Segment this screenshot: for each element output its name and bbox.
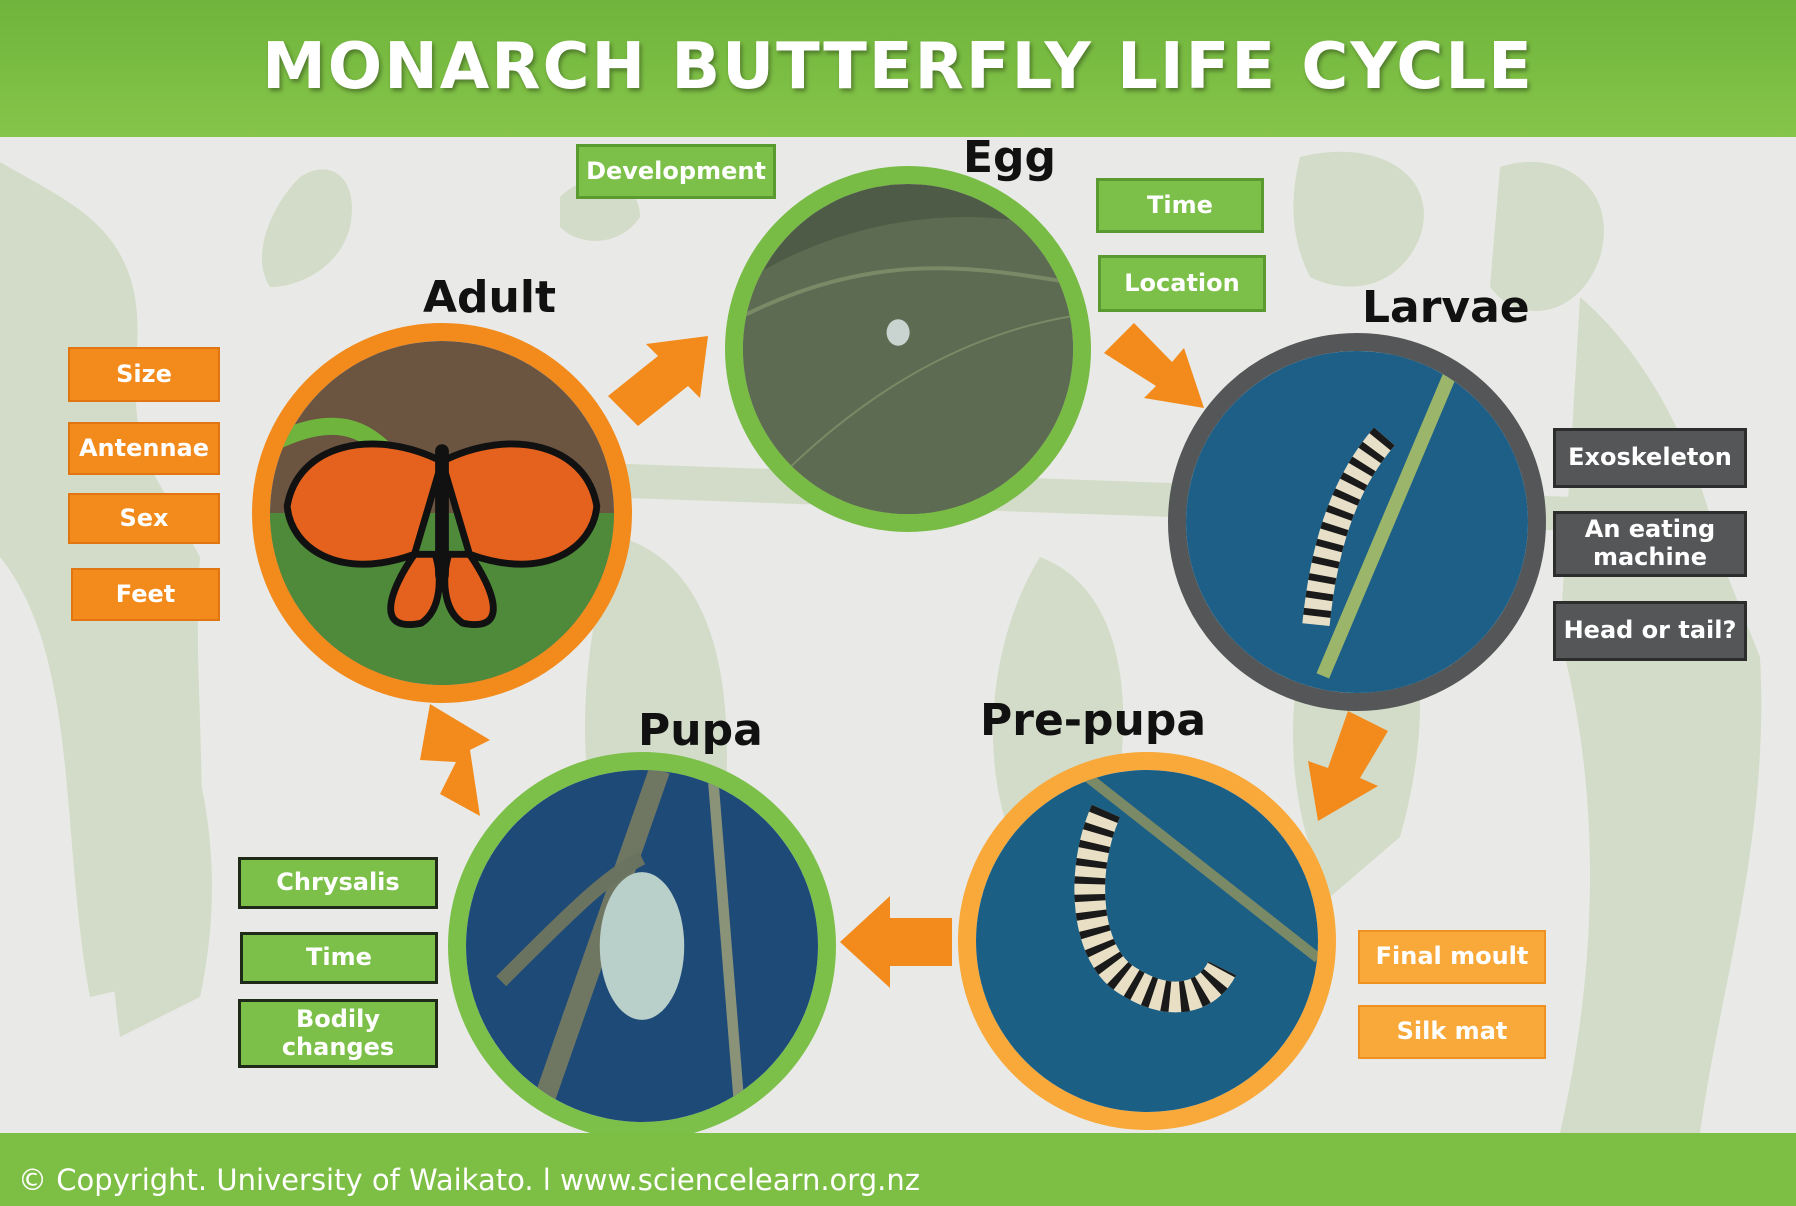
tag-final-moult[interactable]: Final moult [1358,930,1546,984]
tag-location[interactable]: Location [1098,255,1266,312]
tag-silk-mat[interactable]: Silk mat [1358,1005,1546,1059]
adult-photo [270,341,614,685]
copyright-text: © Copyright. University of Waikato. l ww… [18,1163,920,1197]
tag-pupa-time[interactable]: Time [240,932,438,984]
larvae-photo [1186,351,1528,693]
tag-eating-machine[interactable]: An eating machine [1553,511,1747,577]
header-banner: MONARCH BUTTERFLY LIFE CYCLE [0,0,1796,137]
prepupa-photo-circle [958,752,1336,1130]
stage-title-egg: Egg [963,132,1057,183]
stage-title-larvae: Larvae [1362,282,1530,333]
arrow-prepupa-to-pupa [840,896,952,988]
tag-chrysalis[interactable]: Chrysalis [238,857,438,909]
arrow-larvae-to-prepupa [1308,711,1388,821]
stage-title-adult: Adult [423,272,556,323]
tag-exoskeleton[interactable]: Exoskeleton [1553,428,1747,488]
adult-photo-circle [252,323,632,703]
tag-feet[interactable]: Feet [71,568,220,621]
larvae-photo-circle [1168,333,1546,711]
tag-size[interactable]: Size [68,347,220,402]
footer-bar: © Copyright. University of Waikato. l ww… [0,1133,1796,1206]
tag-head-or-tail[interactable]: Head or tail? [1553,601,1747,661]
arrow-egg-to-larvae [1104,323,1204,408]
tag-antennae[interactable]: Antennae [68,422,220,475]
egg-photo-circle [725,166,1091,532]
arrow-adult-to-egg [608,336,708,426]
page-title: MONARCH BUTTERFLY LIFE CYCLE [262,30,1534,104]
egg-photo [743,184,1073,514]
stage-title-prepupa: Pre-pupa [980,695,1207,746]
tag-development[interactable]: Development [576,144,776,199]
tag-egg-time[interactable]: Time [1096,178,1264,233]
tag-bodily-changes[interactable]: Bodily changes [238,999,438,1068]
stage-title-pupa: Pupa [638,705,763,756]
prepupa-photo [976,770,1318,1112]
pupa-photo [466,770,818,1122]
tag-sex[interactable]: Sex [68,493,220,544]
arrow-pupa-to-adult [420,704,490,816]
